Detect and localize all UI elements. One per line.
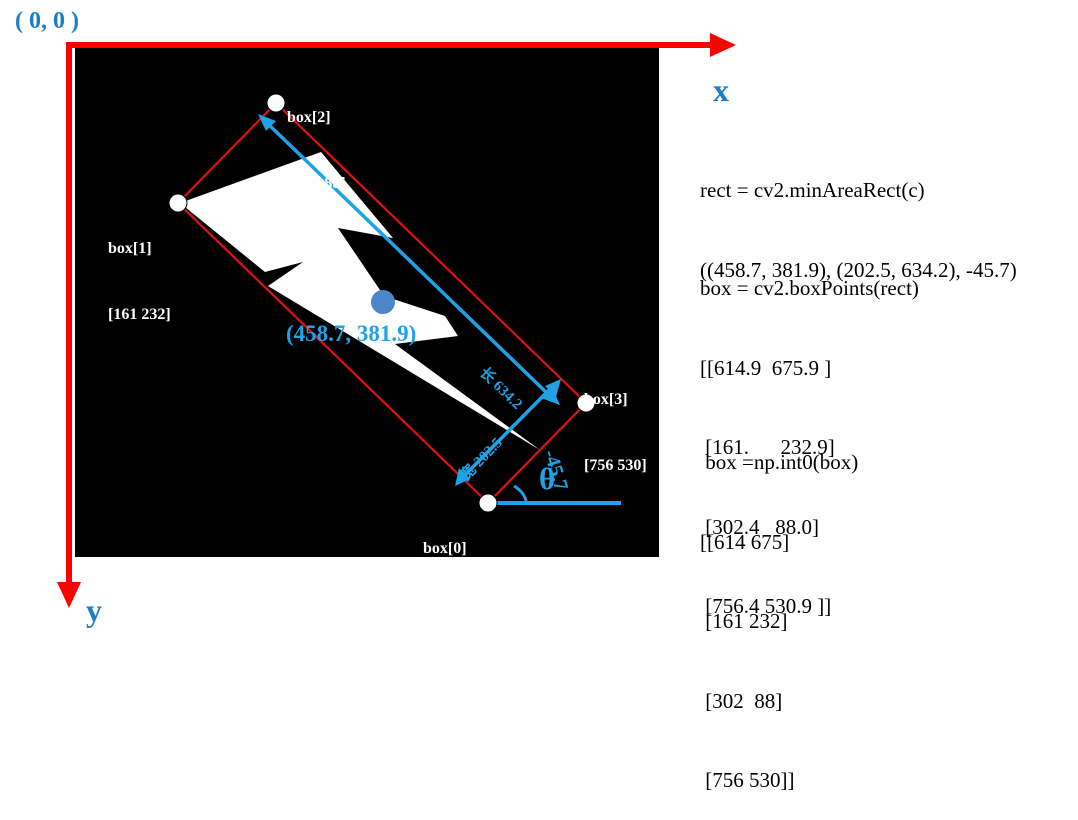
center-point — [371, 290, 395, 314]
box-row-1: [161. 232.9] — [700, 435, 835, 459]
box3-name: box[3] — [584, 391, 628, 408]
int-row-1: [161 232] — [700, 609, 788, 633]
box1-name: box[1] — [108, 240, 152, 257]
box-row-2: [302.4 88.0] — [700, 514, 819, 539]
angle-arc — [513, 484, 528, 502]
box2-label: box[2] [302 88] — [287, 63, 346, 217]
width-arrow — [460, 385, 554, 480]
box0-name: box[0] — [423, 540, 467, 557]
x-axis-label: x — [713, 72, 729, 108]
code-panel-int: box =np.int0(box) [[614 675] [161 232] [… — [700, 396, 858, 820]
x-axis-arrowhead — [710, 33, 736, 57]
length-arrowhead-end — [541, 387, 560, 405]
diagram-canvas — [57, 33, 736, 608]
lightning-bolt-shape — [180, 152, 540, 450]
int-row-2: [302 88] — [700, 688, 783, 713]
theta-label: θ — [539, 461, 556, 496]
corner-point-box2 — [266, 93, 286, 113]
int-call-line: box =np.int0(box) — [700, 450, 859, 474]
box-row-0: [[614.9 675.9 ] — [700, 355, 832, 380]
int-row-0: [[614 675] — [700, 529, 790, 554]
box2-coords: [302 88] — [287, 175, 346, 192]
box-row-3: [756.4 530.9 ]] — [700, 594, 832, 618]
width-arrowhead-end — [545, 379, 561, 397]
corner-point-box0 — [478, 493, 498, 513]
int-row-3: [756 530]] — [700, 768, 795, 792]
center-label: (458.7, 381.9) — [286, 321, 417, 346]
box1-coords: [161 232] — [108, 306, 171, 323]
y-axis-arrowhead — [57, 582, 81, 608]
corner-point-box3 — [576, 393, 596, 413]
box2-name: box[2] — [287, 109, 331, 126]
length-arrowhead-start — [258, 114, 276, 131]
code-panel-box: box = cv2.boxPoints(rect) [[614.9 675.9 … — [700, 222, 919, 646]
box1-label: box[1] [161 232] — [108, 194, 171, 348]
code-panel-rect: rect = cv2.minAreaRect(c) ((458.7, 381.9… — [700, 124, 1017, 310]
box-call-line: box = cv2.boxPoints(rect) — [700, 276, 919, 300]
rect-call-line: rect = cv2.minAreaRect(c) — [700, 178, 925, 202]
length-arrow — [264, 120, 552, 398]
width-arrowhead-start — [455, 468, 470, 486]
box3-coords: [756 530] — [584, 457, 647, 474]
box3-label: box[3] [756 530] — [584, 345, 647, 499]
y-axis-label: y — [86, 592, 102, 628]
corner-point-box1 — [168, 193, 188, 213]
box0-coords: [614 675] — [423, 606, 486, 623]
rect-value-line: ((458.7, 381.9), (202.5, 634.2), -45.7) — [700, 257, 1017, 282]
origin-label: ( 0, 0 ) — [15, 8, 79, 34]
box0-label: box[0] [614 675] — [423, 494, 486, 648]
